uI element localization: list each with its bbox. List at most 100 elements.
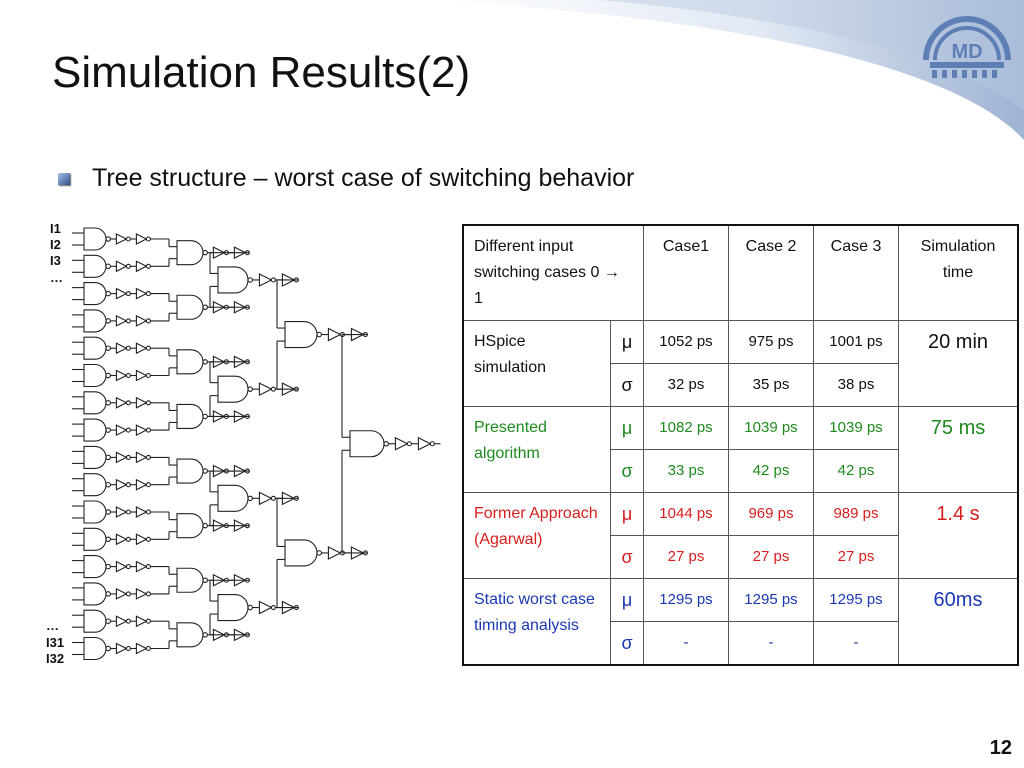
inverter-gate: [135, 424, 151, 436]
nand-gate: [83, 609, 111, 633]
inverter-gate: [135, 315, 151, 327]
header-case3: Case 3: [813, 224, 899, 321]
inverter-gate: [115, 533, 131, 546]
inverter-gate: [115, 478, 131, 491]
nand-gate: [284, 539, 322, 567]
inverter-gate: [115, 342, 131, 355]
sigma-symbol: σ: [610, 363, 644, 407]
inverter-gate: [258, 491, 276, 506]
nand-gate: [83, 445, 111, 469]
nand-gate: [83, 254, 111, 278]
inverter-gate: [417, 436, 435, 451]
sigma-symbol: σ: [610, 535, 644, 579]
inverter-gate: [115, 315, 131, 327]
mu-symbol: μ: [610, 492, 644, 536]
gate-network: [72, 227, 441, 661]
inverter-gate: [258, 382, 276, 397]
inverter-gate: [115, 615, 131, 628]
nand-gate: [83, 282, 111, 306]
inverter-gate: [135, 396, 151, 409]
inverter-gate: [135, 369, 151, 382]
inverter-gate: [115, 396, 131, 409]
inverter-gate: [115, 560, 131, 573]
inverter-gate: [115, 588, 131, 600]
sigma-symbol: σ: [610, 449, 644, 493]
slide-title: Simulation Results(2): [52, 48, 471, 97]
logo-text: MD: [951, 41, 982, 63]
nand-gate: [284, 321, 322, 349]
nand-gate: [349, 430, 389, 458]
mu-value: 1295 ps: [728, 578, 814, 622]
nand-gate: [217, 266, 253, 294]
input-label: I3: [50, 253, 61, 268]
inverter-gate: [115, 451, 131, 464]
md-logo: MD: [923, 16, 1011, 78]
inverter-gate: [135, 642, 151, 655]
sigma-value: 27 ps: [813, 535, 899, 579]
method-name: Former Approach (Agarwal): [462, 492, 611, 579]
nand-gate: [217, 375, 253, 403]
sigma-value: -: [813, 621, 899, 666]
nand-gate: [83, 473, 111, 497]
mu-value: 1052 ps: [643, 320, 729, 364]
sigma-value: 33 ps: [643, 449, 729, 493]
nand-gate: [83, 336, 111, 360]
simulation-time-value: 1.4 s: [898, 492, 1019, 579]
nand-gate: [176, 458, 208, 484]
nand-gate: [217, 594, 253, 622]
sigma-value: 38 ps: [813, 363, 899, 407]
inverter-gate: [135, 342, 151, 355]
mu-symbol: μ: [610, 578, 644, 622]
bullet-item: Tree structure – worst case of switching…: [58, 164, 634, 193]
sigma-symbol: σ: [610, 621, 644, 666]
mu-value: 975 ps: [728, 320, 814, 364]
inverter-gate: [135, 506, 151, 518]
inverter-gate: [135, 451, 151, 464]
inverter-gate: [115, 260, 131, 273]
header-case1: Case1: [643, 224, 729, 321]
bullet-text: Tree structure – worst case of switching…: [92, 164, 635, 192]
inverter-gate: [135, 478, 151, 491]
mu-value: 1082 ps: [643, 406, 729, 450]
nand-gate: [83, 418, 111, 442]
nand-gate: [83, 500, 111, 524]
nand-gate: [176, 513, 208, 539]
sigma-value: 32 ps: [643, 363, 729, 407]
simulation-time-value: 75 ms: [898, 406, 1019, 493]
sigma-value: 42 ps: [728, 449, 814, 493]
mu-value: 1001 ps: [813, 320, 899, 364]
page-number: 12: [989, 737, 1012, 759]
method-name: Presented algorithm: [462, 406, 611, 493]
mu-value: 1295 ps: [643, 578, 729, 622]
mu-value: 1295 ps: [813, 578, 899, 622]
table-row: σ---: [463, 621, 1018, 666]
nand-gate: [83, 527, 111, 551]
inverter-gate: [115, 233, 131, 245]
header-case2: Case 2: [728, 224, 814, 321]
inverter-gate: [135, 615, 151, 628]
header-swoosh: [430, 0, 1024, 140]
inverter-gate: [115, 424, 131, 436]
nand-gate: [176, 240, 208, 266]
header-input-cases: Different input switching cases 0 → 1: [462, 224, 644, 321]
inverter-gate: [115, 506, 131, 518]
sigma-value: 42 ps: [813, 449, 899, 493]
mu-value: 1044 ps: [643, 492, 729, 536]
input-label: I1: [50, 221, 61, 236]
nand-gate: [83, 582, 111, 606]
simulation-time-value: 60ms: [898, 578, 1019, 666]
inverter-gate: [258, 273, 276, 287]
input-label: I2: [50, 237, 61, 252]
nand-gate: [83, 391, 111, 415]
inverter-gate: [135, 287, 151, 300]
method-name: HSpice simulation: [462, 320, 611, 407]
nand-gate: [176, 294, 208, 320]
inverter-gate: [115, 369, 131, 382]
